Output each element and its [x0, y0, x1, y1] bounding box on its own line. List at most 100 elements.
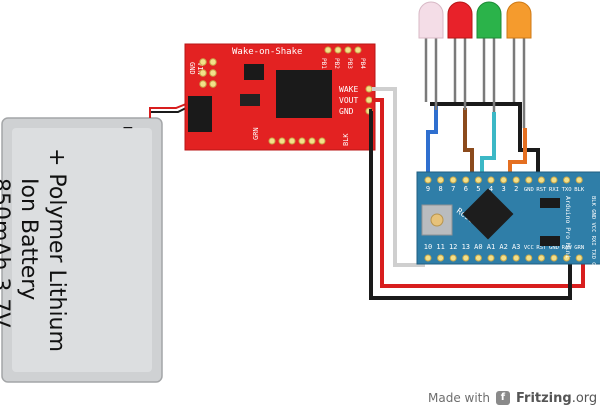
fritzing-brand: Fritzing.org: [516, 391, 597, 406]
battery-minus-sign: −: [122, 120, 134, 136]
wake-board-top-holes: [324, 46, 362, 54]
battery-positive-lead: [149, 103, 187, 118]
pin-label-blk: BLK: [342, 133, 350, 146]
arduino-top-pin-hole: [500, 176, 508, 184]
arduino-top-pin-hole: [424, 176, 432, 184]
arduino-top-pin-hole: [525, 176, 533, 184]
fritzing-credit: Made with f Fritzing.org: [428, 390, 597, 406]
red-led: [447, 1, 473, 110]
pin-label-gnd-right: GND: [339, 107, 354, 116]
arduino-top-pin-label: 9: [426, 185, 430, 193]
pin-label-grn: GRN: [252, 127, 260, 140]
arduino-bottom-pin-hole: [550, 254, 558, 262]
wire-led-common-ground: [430, 102, 540, 178]
arduino-top-pin-hole: [437, 176, 445, 184]
wire-wake-to-pin10: [372, 87, 425, 267]
pin-label-pb3: PB3: [346, 58, 353, 69]
arduino-bottom-pin-label: A1: [487, 243, 495, 251]
wire-led-brown: [463, 108, 474, 178]
wake-board-accelerometer: [276, 70, 332, 118]
arduino-bottom-pin-hole: [500, 254, 508, 262]
arduino-bottom-pin-hole: [575, 254, 583, 262]
wake-board-bottom-holes: [268, 137, 326, 145]
wire-gnd-to-gnd: [369, 109, 572, 300]
wire-led-orange: [508, 128, 527, 178]
arduino-top-pin-label: TXO: [562, 187, 572, 193]
battery-text-group: + Polymer Lithium Ion Battery 850mAh 3.7…: [0, 148, 69, 352]
arduino-top-pin-hole: [563, 176, 571, 184]
battery-label-line1: + Polymer Lithium: [44, 148, 69, 352]
wake-board-regulator: [244, 64, 264, 80]
white-led: [418, 1, 444, 110]
arduino-top-pin-label: 3: [501, 185, 505, 193]
arduino-top-pin-label: 7: [451, 185, 455, 193]
wire-led-blue: [426, 106, 438, 178]
arduino-bottom-pin-hole: [474, 254, 482, 262]
pin-label-pb1: PB1: [320, 58, 327, 69]
wire-led-teal: [480, 112, 496, 178]
arduino-bottom-pin-hole: [563, 254, 571, 262]
arduino-bottom-pin-label: A2: [499, 243, 507, 251]
arduino-bottom-pin-hole: [424, 254, 432, 262]
lipo-battery: + Polymer Lithium Ion Battery 850mAh 3.7…: [0, 117, 163, 383]
arduino-bottom-pin-label: 12: [449, 243, 457, 251]
arduino-regulator: [540, 236, 560, 246]
wake-board-holes: [199, 58, 217, 88]
arduino-top-pin-label: RST: [536, 187, 547, 193]
arduino-bottom-pin-label: 13: [462, 243, 470, 251]
arduino-top-pin-label: 4: [489, 185, 493, 193]
fritzing-brand-name: Fritzing: [515, 390, 572, 406]
battery-label-line2: Ion Battery: [16, 178, 41, 300]
arduino-bottom-pin-hole: [487, 254, 495, 262]
made-with-label: Made with: [428, 391, 490, 405]
orange-led: [506, 1, 532, 128]
pin-label-vin: VIN: [196, 62, 204, 75]
green-led: [476, 1, 502, 112]
pin-label-wake: WAKE: [339, 85, 358, 94]
arduino-top-pin-label: RXI: [549, 187, 559, 193]
arduino-bottom-pin-hole: [449, 254, 457, 262]
arduino-top-pin-label: 6: [464, 185, 468, 193]
wake-board-title: Wake-on-Shake: [232, 47, 302, 57]
arduino-bottom-pin-label: RAW: [562, 245, 573, 251]
arduino-bottom-pin-label: GRN: [574, 245, 584, 251]
arduino-bottom-pin-label: 11: [436, 243, 444, 251]
arduino-top-pin-hole: [487, 176, 495, 184]
arduino-bottom-pin-hole: [462, 254, 470, 262]
reset-button-cap: [430, 213, 444, 227]
arduino-bottom-pin-label: RST: [536, 245, 547, 251]
leds: [418, 1, 532, 128]
arduino-top-pin-hole: [575, 176, 583, 184]
wires: [369, 87, 585, 300]
arduino-side-header-labels: BLK GND VCC RXI TXO GRN: [590, 196, 596, 272]
wake-board-chip-small: [240, 94, 260, 106]
arduino-top-pin-label: 5: [476, 185, 480, 193]
arduino-top-pin-hole: [474, 176, 482, 184]
arduino-top-pin-hole: [537, 176, 545, 184]
arduino-top-pin-hole: [512, 176, 520, 184]
battery-label-panel: [12, 128, 152, 372]
arduino-top-pin-hole: [449, 176, 457, 184]
pin-label-vout: VOUT: [339, 96, 358, 105]
battery-negative-lead: [149, 107, 187, 118]
wake-board-connector: [188, 96, 212, 132]
arduino-top-pin-label: 8: [438, 185, 442, 193]
arduino-bottom-pin-hole: [437, 254, 445, 262]
arduino-bottom-pin-hole: [525, 254, 533, 262]
arduino-bottom-pin-hole: [512, 254, 520, 262]
fritzing-brand-tld: .org: [571, 390, 598, 406]
arduino-top-pin-label: GND: [524, 187, 534, 193]
pin-label-pb4: PB4: [359, 58, 366, 69]
arduino-top-pin-hole: [462, 176, 470, 184]
arduino-bottom-pin-label: 10: [424, 243, 432, 251]
pin-label-gnd: GND: [188, 62, 196, 75]
battery-label-line3: 850mAh 3.7V: [0, 178, 13, 327]
arduino-top-pin-hole: [550, 176, 558, 184]
arduino-bottom-pin-label: GND: [549, 245, 559, 251]
pin-label-pb2: PB2: [333, 58, 340, 69]
